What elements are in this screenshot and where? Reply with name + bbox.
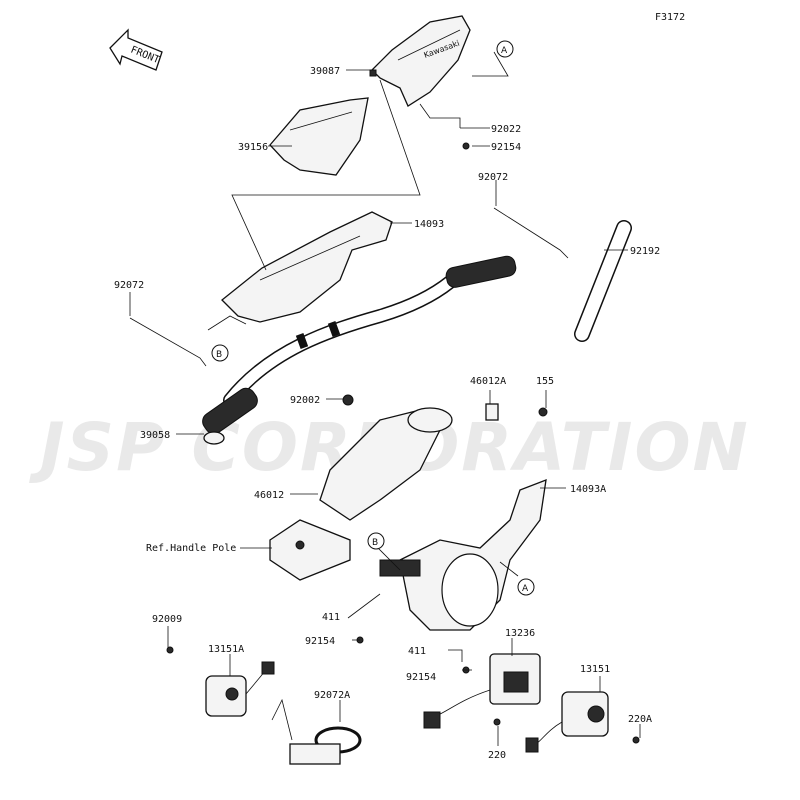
svg-text:B: B <box>216 350 222 360</box>
clamp-92072A <box>271 698 362 765</box>
cover-14093A <box>379 478 547 631</box>
svg-text:A: A <box>501 46 508 56</box>
svg-text:B: B <box>372 538 378 548</box>
part-label-39058: 39058 <box>140 430 170 441</box>
cover-39087: Kawasaki <box>369 15 471 107</box>
rod-92192 <box>574 220 632 342</box>
switch-13236 <box>423 653 541 729</box>
part-label-220: 220 <box>488 750 506 761</box>
handle-pole-plate <box>269 519 351 581</box>
part-label-46012: 46012 <box>254 490 284 501</box>
part-label-155: 155 <box>536 376 554 387</box>
part-label-13236: 13236 <box>505 628 535 639</box>
grip-left-39058 <box>202 387 258 445</box>
part-label-92154-low: 92154 <box>406 672 436 683</box>
part-label-92072-left: 92072 <box>114 280 144 291</box>
part-label-220A: 220A <box>628 714 652 725</box>
part-label-92022: 92022 <box>491 124 521 135</box>
callout-b-left: B <box>211 344 229 362</box>
part-label-411-lower: 411 <box>408 646 426 657</box>
front-arrow-icon: FRONT <box>109 28 163 71</box>
grip-right <box>445 255 517 288</box>
callout-a-mid: A <box>517 578 535 596</box>
figure-id: F3172 <box>655 12 685 23</box>
stem-46012 <box>319 394 548 521</box>
part-label-46012A: 46012A <box>470 376 506 387</box>
part-label-92009: 92009 <box>152 614 182 625</box>
leader-lines <box>129 51 641 746</box>
handlebar <box>223 275 457 407</box>
tie-92072-upper <box>493 207 569 259</box>
part-label-92002: 92002 <box>290 395 320 406</box>
part-label-92154: 92154 <box>491 142 521 153</box>
part-label-92154-mid: 92154 <box>305 636 335 647</box>
switch-13151 <box>525 691 640 753</box>
ref-note: Ref.Handle Pole <box>146 543 236 554</box>
part-label-13151: 13151 <box>580 664 610 675</box>
part-label-39087: 39087 <box>310 66 340 77</box>
bolt-92009 <box>166 646 174 654</box>
part-label-92072: 92072 <box>478 172 508 183</box>
part-label-14093A: 14093A <box>570 484 606 495</box>
lens-39156 <box>269 97 369 176</box>
part-label-39156: 39156 <box>238 142 268 153</box>
cover-14093 <box>221 211 393 323</box>
part-label-13151A: 13151A <box>208 644 244 655</box>
callout-a-top: A <box>496 40 514 58</box>
tie-92072-left <box>129 317 207 367</box>
part-label-92192: 92192 <box>630 246 660 257</box>
callout-b-mid: B <box>367 532 385 550</box>
switch-13151A <box>205 661 275 717</box>
part-label-411-upper: 411 <box>322 612 340 623</box>
part-label-92072A: 92072A <box>314 690 350 701</box>
part-label-14093: 14093 <box>414 219 444 230</box>
svg-text:A: A <box>522 584 529 594</box>
bolt-92154-top <box>462 142 470 150</box>
